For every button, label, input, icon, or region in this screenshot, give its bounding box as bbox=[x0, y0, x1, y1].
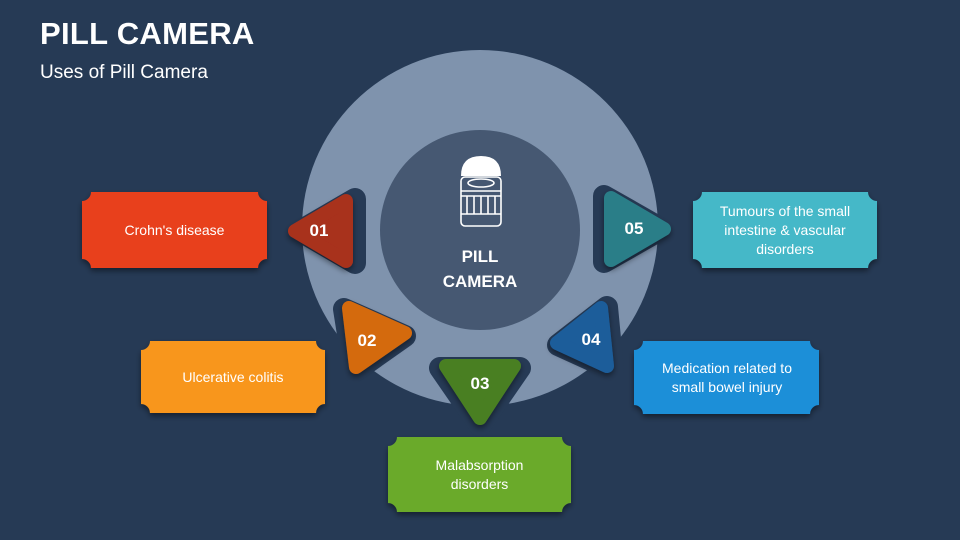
number-badge-01 bbox=[288, 194, 353, 268]
number-badge-03 bbox=[439, 359, 521, 425]
card-ulcerative-colitis bbox=[141, 341, 325, 413]
card-tumours-vascular bbox=[693, 192, 877, 268]
card-text-tumours: Tumours of the small intestine & vascula… bbox=[719, 202, 851, 257]
number-label-01: 01 bbox=[309, 221, 329, 240]
page-subtitle: Uses of Pill Camera bbox=[40, 62, 208, 83]
number-label-02: 02 bbox=[357, 331, 377, 350]
card-malabsorption-disorders bbox=[388, 437, 571, 512]
card-text-ulcerative-colitis: Ulcerative colitis bbox=[182, 368, 284, 385]
number-label-05: 05 bbox=[624, 219, 644, 238]
card-text-malabsorption: Malabsorption disorders bbox=[435, 456, 524, 492]
number-label-03: 03 bbox=[470, 374, 490, 393]
number-label-04: 04 bbox=[581, 330, 601, 349]
center-label: PILL CAMERA bbox=[420, 244, 540, 294]
number-badge-02 bbox=[342, 301, 412, 374]
number-badge-05 bbox=[604, 191, 671, 267]
center-label-line2: CAMERA bbox=[442, 272, 518, 291]
card-text-medication: Medication related to small bowel injury bbox=[662, 359, 792, 395]
page-title: PILL CAMERA bbox=[40, 16, 255, 51]
card-text-crohns-disease: Crohn's disease bbox=[124, 221, 225, 238]
number-badge-04 bbox=[550, 301, 614, 373]
center-label-line1: PILL bbox=[461, 247, 499, 266]
card-medication-bowel-injury bbox=[634, 341, 819, 414]
inner-circle bbox=[380, 130, 580, 330]
pill-camera-icon bbox=[460, 156, 502, 227]
card-crohns-disease bbox=[82, 192, 267, 268]
